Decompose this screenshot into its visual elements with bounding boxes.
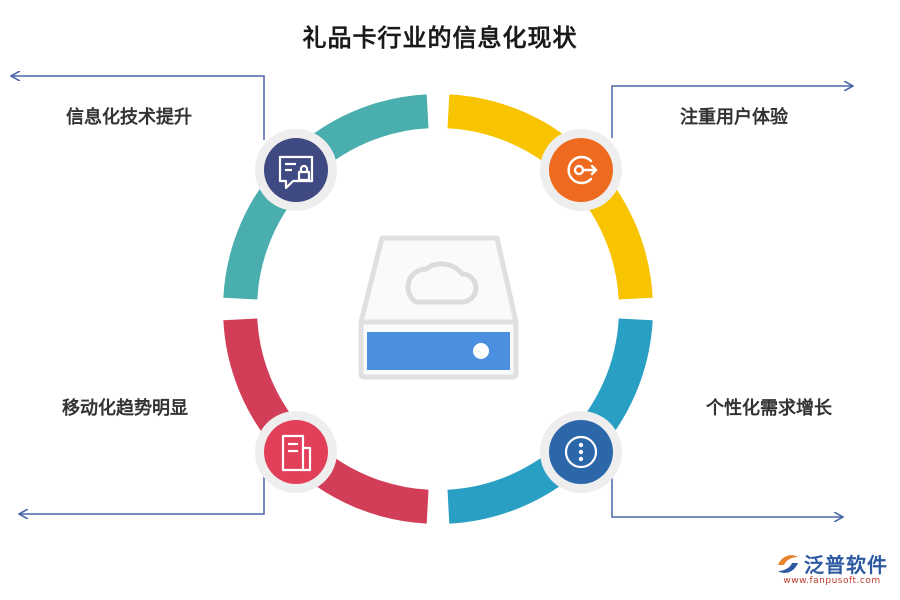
connector-arrow-mobile xyxy=(20,470,265,514)
label-personalization: 个性化需求增长 xyxy=(706,398,832,419)
connector-arrow-personalization xyxy=(611,470,842,517)
badge-tech xyxy=(255,129,337,211)
connector-arrow-tech xyxy=(12,76,265,140)
brand-logo-url: www.fanpusoft.com xyxy=(783,576,881,586)
badge-experience xyxy=(540,129,622,211)
document-icon xyxy=(281,434,312,472)
label-tech: 信息化技术提升 xyxy=(66,107,192,128)
label-experience: 注重用户体验 xyxy=(680,107,788,128)
brand-logo: 泛普软件 www.fanpusoft.com xyxy=(776,549,888,586)
brand-logo-text: 泛普软件 xyxy=(804,553,888,577)
circle-key-icon xyxy=(567,155,598,185)
page-title: 礼品卡行业的信息化现状 xyxy=(302,24,578,52)
message-lock-icon xyxy=(278,155,314,190)
more-vertical-icon xyxy=(564,435,598,469)
connector-arrow-experience xyxy=(611,86,852,138)
badge-mobile xyxy=(255,411,337,493)
label-mobile: 移动化趋势明显 xyxy=(62,398,188,419)
badge-personalization xyxy=(540,411,622,493)
brand-logo-icon xyxy=(778,554,798,573)
cloud-storage-drive-icon xyxy=(358,235,519,380)
